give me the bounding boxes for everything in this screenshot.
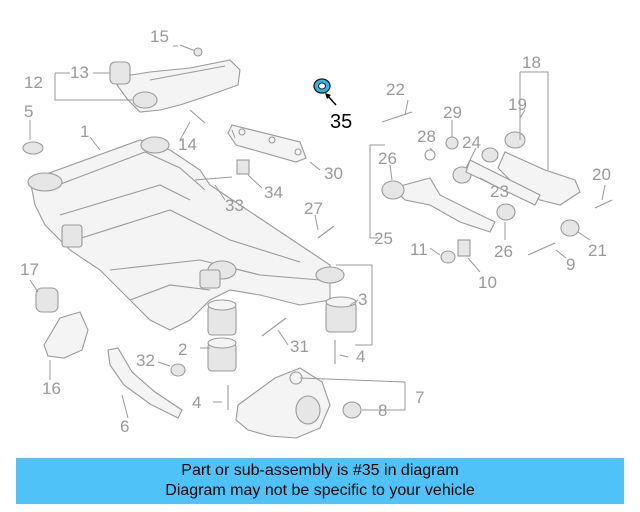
callout-13: 13	[70, 63, 89, 82]
callout-29: 29	[443, 103, 462, 122]
callout-1: 1	[80, 122, 89, 141]
callout-32: 32	[136, 351, 155, 370]
callout-31: 31	[290, 337, 309, 356]
callout-24: 24	[462, 133, 481, 152]
link-30	[227, 124, 307, 163]
callout-6: 6	[120, 417, 129, 436]
callout-26b: 26	[494, 242, 513, 261]
info-banner: Part or sub-assembly is #35 in diagram D…	[16, 458, 624, 504]
bushing-5	[22, 141, 44, 155]
callout-4a: 4	[356, 347, 365, 366]
callout-26a: 26	[378, 149, 397, 168]
knuckle-7	[235, 367, 331, 439]
callout-3: 3	[358, 290, 367, 309]
callout-25: 25	[374, 229, 393, 248]
bracket-6	[107, 347, 183, 419]
callout-17: 17	[20, 260, 39, 279]
callout-14: 14	[178, 135, 197, 154]
callout-19: 19	[508, 95, 527, 114]
callout-4b: 4	[192, 393, 201, 412]
callout-18: 18	[522, 53, 541, 72]
callout-30: 30	[324, 164, 343, 183]
mount-16	[43, 311, 89, 359]
callout-23: 23	[490, 182, 509, 201]
callout-2: 2	[178, 340, 187, 359]
upper-control-arm	[109, 59, 241, 113]
banner-line-1: Part or sub-assembly is #35 in diagram	[181, 462, 459, 479]
bushing-3	[325, 296, 357, 333]
part-35-highlighted	[313, 78, 337, 106]
callout-11: 11	[410, 240, 428, 259]
callout-21: 21	[588, 241, 607, 260]
trailing-link-25	[381, 177, 516, 233]
callout-33: 33	[225, 196, 244, 215]
callout-28: 28	[417, 127, 436, 146]
lower-control-arm	[481, 131, 581, 206]
bushing-2	[207, 299, 237, 372]
callout-10: 10	[478, 273, 497, 292]
callout-12: 12	[24, 73, 43, 92]
callout-35: 35	[330, 111, 352, 133]
callout-15: 15	[150, 27, 169, 46]
callout-16: 16	[42, 379, 61, 398]
rear-subframe	[27, 136, 345, 331]
callout-8: 8	[378, 401, 387, 420]
callout-5: 5	[24, 102, 33, 121]
banner-line-2: Diagram may not be specific to your vehi…	[165, 482, 475, 499]
callout-9: 9	[566, 255, 575, 274]
bushing-17	[35, 287, 59, 313]
callout-27: 27	[304, 199, 323, 218]
callout-34: 34	[264, 183, 283, 202]
callout-20: 20	[592, 165, 611, 184]
callout-22: 22	[386, 80, 405, 99]
callout-7: 7	[415, 388, 424, 407]
